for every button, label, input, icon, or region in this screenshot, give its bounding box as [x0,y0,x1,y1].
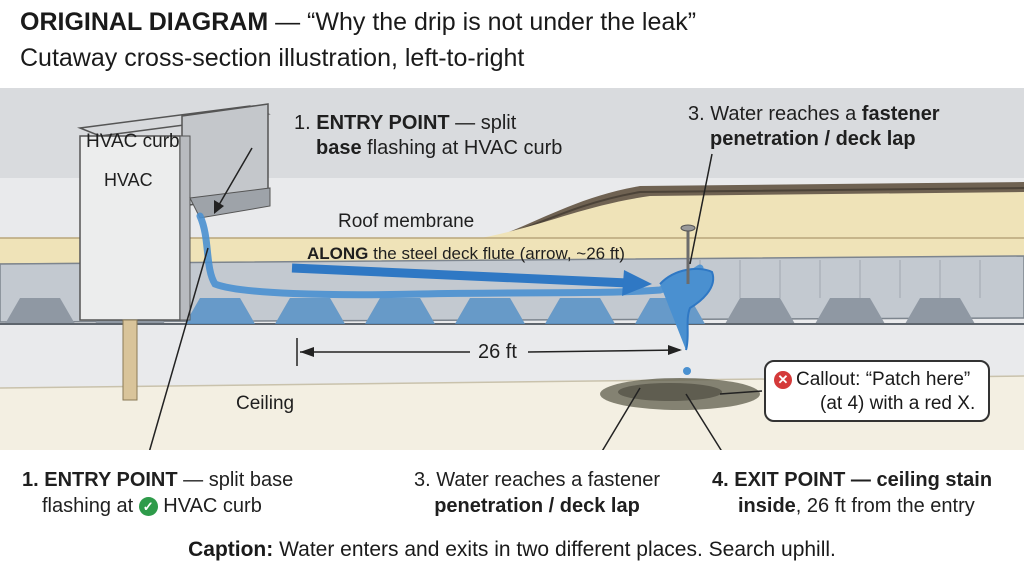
hvac-unit [79,135,181,321]
bottom-label-band [0,450,1024,534]
exit-point-bottom-label: 4. EXIT POINT — ceiling stain inside, 26… [712,469,993,517]
hvac-curb [77,103,271,401]
dimension-line-right [527,349,681,353]
diagram-caption: Caption: Water enters and exits in two d… [188,538,836,561]
hvac-label: HVAC [104,170,153,190]
entry-point-top-label: 1. ENTRY POINT — split base flashing at … [294,112,563,159]
water-drop [683,367,691,375]
roof-membrane-label: Roof membrane [338,211,475,232]
flow-arrow-head [622,270,652,296]
flow-arrow-shaft [291,263,629,288]
support-post [122,319,138,401]
patch-here-callout: ✕Callout: “Patch here” (at 4) with a red… [764,360,990,422]
dimension-label: 26 ft [478,341,517,363]
diagram-title: ORIGINAL DIAGRAM — “Why the drip is not … [20,8,697,36]
cross-section-scene [0,88,1024,458]
hvac-curb-label: HVAC curb [86,131,180,152]
entry-point-bottom-label: 1. ENTRY POINT — split base flashing at … [22,469,294,517]
ceiling-label: Ceiling [236,393,295,414]
diagram-subtitle: Cutaway cross-section illustration, left… [20,44,525,72]
flow-arrow-label: ALONG the steel deck flute (arrow, ~26 f… [307,244,625,263]
water-path [196,212,704,299]
wet-flutes [185,298,705,324]
fastener-top-label: 3. Water reaches a fastener penetration … [688,103,940,150]
red-x-icon: ✕ [774,371,792,389]
green-check-icon: ✓ [138,497,158,516]
fastener-bottom-label: 3. Water reaches a fastener penetration … [413,469,661,517]
